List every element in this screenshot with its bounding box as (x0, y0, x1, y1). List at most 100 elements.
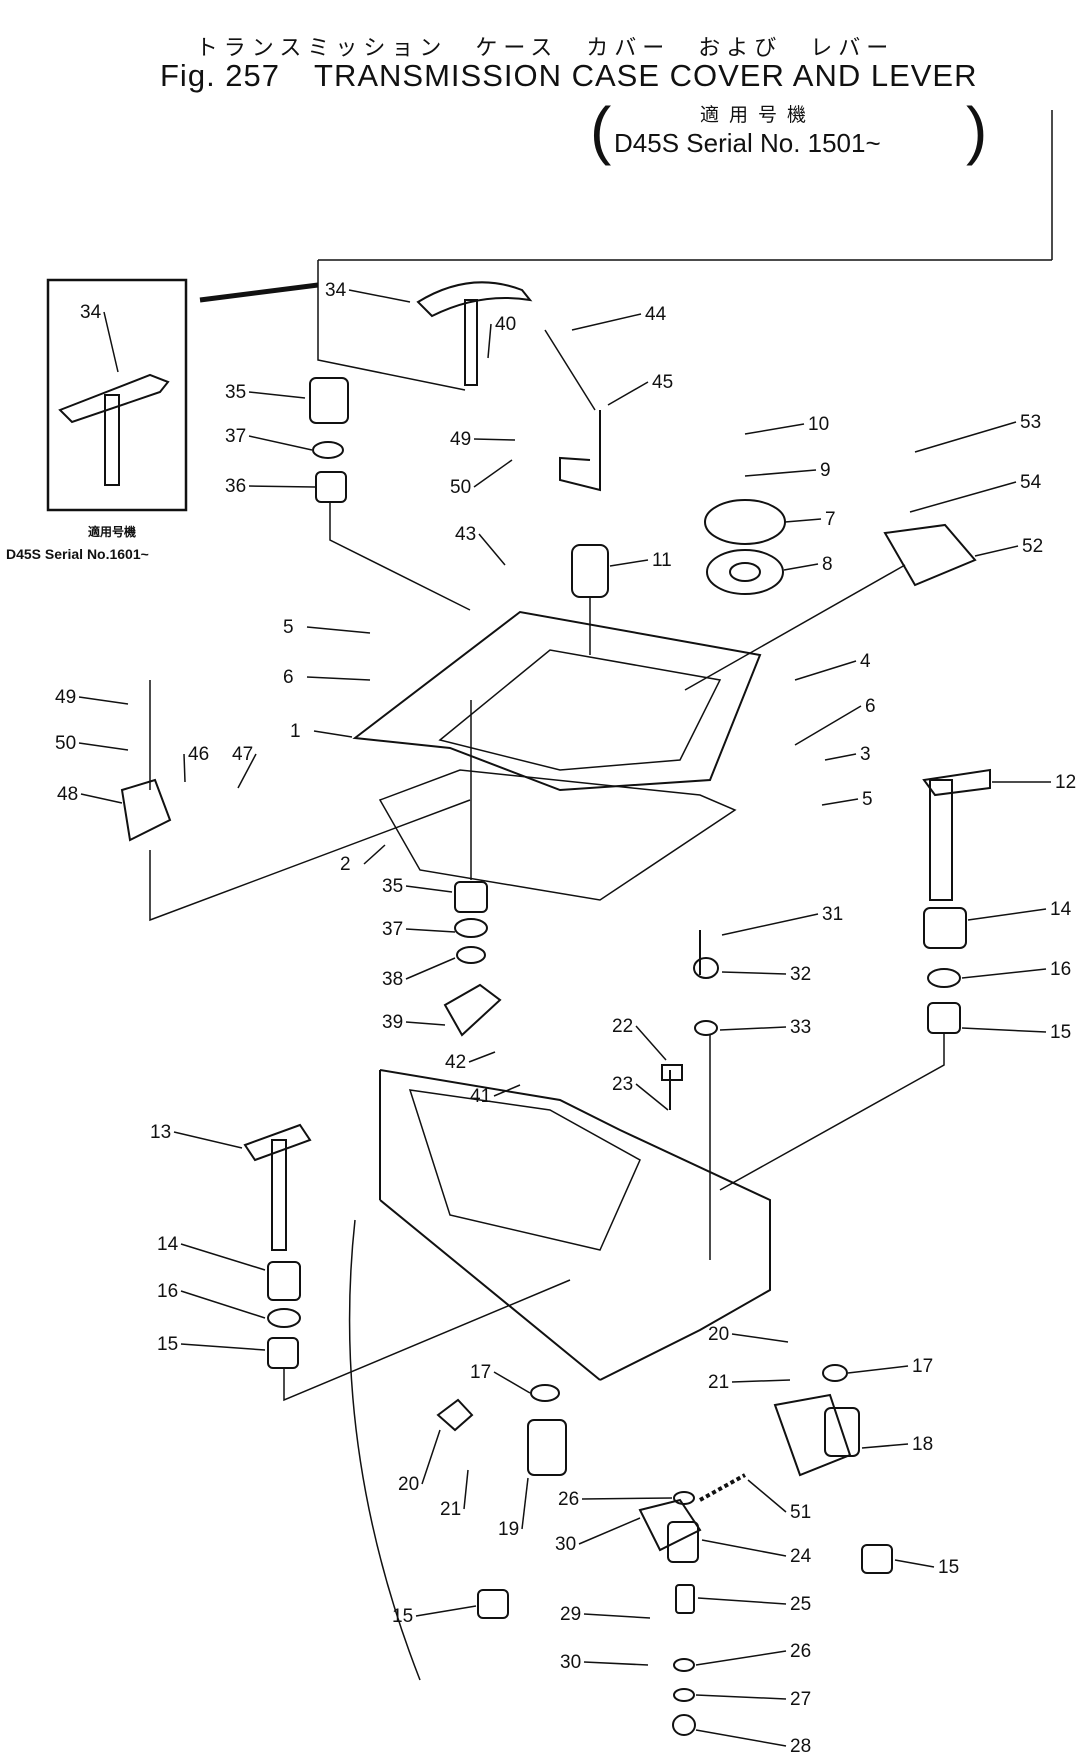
leader-line-30b (583, 1661, 649, 1666)
boss-11 (571, 544, 609, 598)
leader-line-31 (721, 913, 819, 936)
title-japanese: トランスミッション ケース カバー および レバー (195, 36, 895, 61)
inset-lever-shaft (104, 394, 120, 486)
part-callout-33: 33 (790, 1017, 811, 1038)
leader-line-35 (248, 391, 306, 399)
part-callout-6: 6 (283, 667, 294, 688)
plate-52 (883, 523, 977, 587)
part-callout-4: 4 (860, 651, 871, 672)
part-callout-12: 12 (1055, 772, 1076, 793)
leader-line-45 (607, 381, 649, 406)
leader-line-15b (180, 1343, 266, 1351)
bushing-15d (477, 1589, 509, 1619)
leader-line-41 (493, 1084, 521, 1097)
bracket-48 (120, 778, 172, 842)
part-callout-41: 41 (470, 1086, 491, 1107)
leader-line-49b (78, 696, 129, 705)
washer-37 (312, 441, 344, 459)
bushing-36 (315, 471, 347, 503)
leader-line-53 (914, 421, 1017, 453)
figure-number: Fig. 257 (160, 58, 281, 93)
part-callout-30b: 30 (560, 1652, 581, 1673)
boss-18 (824, 1407, 860, 1457)
inset-frame (46, 278, 188, 512)
part-callout-15b: 15 (157, 1334, 178, 1355)
arm-24 (638, 1498, 702, 1552)
part-callout-49: 49 (450, 429, 471, 450)
part-callout-11: 11 (652, 550, 672, 571)
part-callout-6b: 6 (865, 696, 876, 717)
leader-line-8 (783, 563, 819, 571)
part-callout-21b: 21 (440, 1499, 461, 1520)
part-callout-34: 34 (80, 302, 102, 323)
leader-line-26b (695, 1650, 787, 1666)
bushing-35 (309, 377, 349, 424)
leader-line-3 (824, 753, 857, 761)
leader-line-22 (635, 1025, 667, 1061)
leader-line-47 (237, 753, 257, 789)
floor-plate-outline (317, 110, 1053, 391)
part-callout-37: 37 (225, 426, 246, 447)
part-callout-35: 35 (225, 382, 246, 403)
serial-number: D45S Serial No. 1501~ (614, 128, 881, 158)
part-callout-22: 22 (612, 1016, 633, 1037)
leader-line-15 (961, 1027, 1047, 1033)
bushing-14b (267, 1261, 301, 1301)
leader-line-10 (744, 423, 805, 435)
part-callout-16: 16 (1050, 959, 1071, 980)
leader-line-6 (306, 676, 371, 681)
part-callout-42: 42 (445, 1052, 466, 1073)
part-callout-27: 27 (790, 1689, 811, 1710)
part-callout-15c: 15 (938, 1557, 959, 1578)
left-paren: ( (590, 94, 612, 166)
leader-line-21 (731, 1379, 791, 1383)
part-callout-16b: 16 (157, 1281, 178, 1302)
bushing-15 (927, 1002, 961, 1034)
part-callout-10: 10 (808, 414, 829, 435)
leader-line-54 (909, 481, 1017, 513)
inset-caption: D45S Serial No.1601~ (6, 546, 149, 562)
nut-32 (693, 957, 719, 979)
part-callout-37b: 37 (382, 919, 403, 940)
leader-line-6b (794, 705, 862, 746)
part-callout-26: 26 (558, 1489, 579, 1510)
leader-line-17b (493, 1371, 531, 1394)
bushing-14 (923, 907, 967, 949)
leader-line-46 (183, 753, 186, 783)
leader-line-30 (578, 1517, 641, 1545)
part-callout-35b: 35 (382, 876, 403, 897)
shift-cable (199, 282, 319, 303)
part-callout-7: 7 (825, 509, 836, 530)
leader-line-35b (405, 885, 453, 893)
part-callout-19: 19 (498, 1519, 519, 1540)
leader-line-37 (248, 435, 313, 451)
leader-line-52 (974, 545, 1019, 557)
washer-33 (694, 1020, 718, 1036)
part-callout-20: 20 (708, 1324, 729, 1345)
gasket-8 (706, 549, 784, 595)
part-callout-43: 43 (455, 524, 476, 545)
part-callout-34b: 34 (325, 280, 347, 301)
leader-line-43 (478, 533, 506, 566)
leader-line-38 (405, 957, 456, 980)
part-callout-38: 38 (382, 969, 403, 990)
leader-line-37b (405, 928, 456, 933)
leader-line-15c (894, 1559, 935, 1568)
leader-line-1 (313, 730, 353, 738)
part-callout-18: 18 (912, 1434, 933, 1455)
bolt-22 (661, 1064, 683, 1110)
part-callout-9: 9 (820, 460, 831, 481)
leader-line-20 (731, 1333, 789, 1343)
gasket-2 (378, 769, 737, 901)
washer-37b (454, 918, 488, 938)
leader-line-39 (405, 1021, 446, 1026)
part-callout-39: 39 (382, 1012, 403, 1033)
lever-arm-12 (922, 768, 991, 797)
leader-line-7 (784, 518, 822, 523)
part-callout-15d: 15 (392, 1606, 413, 1627)
spacer-25 (675, 1584, 695, 1614)
leader-line-25 (697, 1597, 787, 1605)
part-callout-20b: 20 (398, 1474, 419, 1495)
part-callout-28: 28 (790, 1736, 811, 1755)
transmission-case (379, 1069, 771, 1381)
